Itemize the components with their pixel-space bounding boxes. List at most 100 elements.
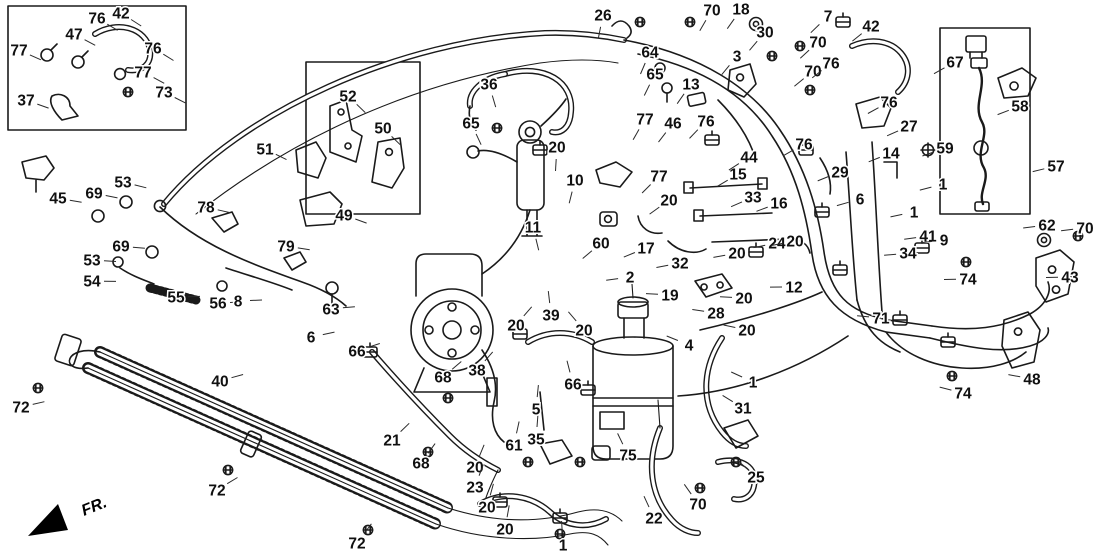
part-number-label: 69: [85, 186, 103, 203]
part-number-label: 52: [339, 89, 356, 106]
leader-line: [728, 163, 740, 171]
part-number-label: 6: [856, 192, 865, 209]
leader-line: [249, 299, 263, 301]
bracket-58-art: [997, 67, 1037, 99]
part-number-label: 7: [824, 9, 833, 26]
leader-line: [606, 278, 619, 281]
part-number-label: 77: [10, 43, 27, 60]
leader-line: [919, 186, 932, 191]
leader-line: [933, 67, 945, 75]
suction-hose-art: [502, 67, 575, 136]
leader-line: [643, 495, 650, 508]
bolt-icon: [694, 482, 706, 494]
leader-line: [134, 184, 147, 189]
leader-line: [484, 351, 494, 362]
part-number-label: 70: [703, 3, 720, 20]
part-number-label: 71: [872, 311, 890, 328]
part-number-label: 49: [335, 208, 353, 225]
part-number-label: 15: [729, 167, 747, 184]
part-number-label: 20: [466, 460, 483, 477]
part-number-label: 70: [804, 64, 821, 81]
bolt-icon: [574, 456, 586, 468]
bracket-43-art: [1035, 249, 1075, 303]
part-number-label: 28: [707, 306, 725, 323]
leader-line: [721, 64, 730, 75]
part-number-label: 35: [527, 432, 545, 449]
leader-line: [566, 360, 571, 373]
part-number-label: 47: [65, 27, 82, 44]
leader-line: [884, 253, 897, 256]
part-number-label: 62: [1038, 218, 1055, 235]
part-number-label: 20: [786, 234, 803, 251]
speed-sensor-art: [965, 35, 990, 212]
leader-line: [811, 70, 822, 79]
leader-line: [643, 84, 651, 96]
part-number-label: 19: [661, 288, 679, 305]
bolt-icon: [32, 382, 44, 394]
detail-box-hose-clips: [7, 5, 187, 131]
leader-line: [713, 254, 726, 258]
part-number-label: 20: [735, 291, 752, 308]
leader-line: [692, 309, 705, 312]
part-number-label: 5: [532, 402, 541, 419]
leader-line: [229, 301, 243, 303]
bolt-icon: [442, 392, 454, 404]
bracket-48-art: [1001, 311, 1041, 369]
leader-line: [656, 264, 669, 268]
part-number-label: 27: [900, 119, 917, 136]
leader-line: [649, 206, 660, 215]
part-number-label: 36: [480, 77, 498, 94]
leader-line: [810, 24, 820, 34]
leader-line: [794, 78, 805, 87]
leader-line: [719, 296, 733, 298]
leader-line: [275, 153, 287, 161]
leader-line: [939, 386, 952, 391]
leader-line: [749, 40, 758, 51]
leader-line: [683, 484, 692, 495]
part-number-label: 8: [234, 294, 243, 311]
middle-pipes-art: [595, 161, 811, 298]
part-number-label: 39: [542, 308, 560, 325]
part-number-label: 26: [594, 8, 612, 25]
reservoir-hose-art: [481, 330, 611, 465]
leader-line: [506, 505, 510, 518]
fr-direction-label: FR.: [79, 494, 109, 519]
part-number-label: 50: [374, 121, 391, 138]
leader-line: [597, 26, 602, 39]
bolt-icon: [766, 50, 778, 62]
leader-line: [427, 443, 436, 454]
part-number-label: 10: [566, 173, 583, 190]
part-number-label: 40: [211, 374, 228, 391]
detail-box-sensor: [939, 27, 1031, 215]
part-number-label: 76: [822, 56, 840, 73]
leader-line: [886, 130, 899, 137]
clamp-icon: [835, 12, 851, 28]
leader-line: [645, 293, 659, 295]
leader-line: [836, 201, 849, 207]
part-number-label: 74: [959, 272, 977, 289]
leader-line: [103, 260, 117, 262]
leader-line: [84, 39, 96, 46]
part-number-label: 69: [112, 239, 130, 256]
leader-line: [523, 306, 533, 317]
clamp-icon: [748, 242, 764, 258]
part-number-label: 74: [954, 386, 972, 403]
part-number-label: 22: [645, 511, 662, 528]
part-number-label: 20: [575, 323, 592, 340]
part-number-label: 17: [637, 241, 654, 258]
bolt-icon: [522, 456, 534, 468]
fr-direction-indicator: FR.: [28, 493, 110, 536]
leader-line: [297, 247, 310, 251]
leader-line: [322, 331, 335, 336]
part-number-label: 12: [785, 280, 802, 297]
leader-line: [617, 433, 624, 445]
clamp-icon: [940, 332, 956, 348]
part-number-label: 65: [646, 67, 664, 84]
part-number-label: 20: [507, 318, 524, 335]
part-number-label: 11: [525, 220, 542, 237]
part-number-label: 46: [664, 116, 682, 133]
leader-line: [451, 361, 462, 370]
part-number-label: 1: [939, 177, 948, 194]
part-number-label: 54: [83, 274, 101, 291]
